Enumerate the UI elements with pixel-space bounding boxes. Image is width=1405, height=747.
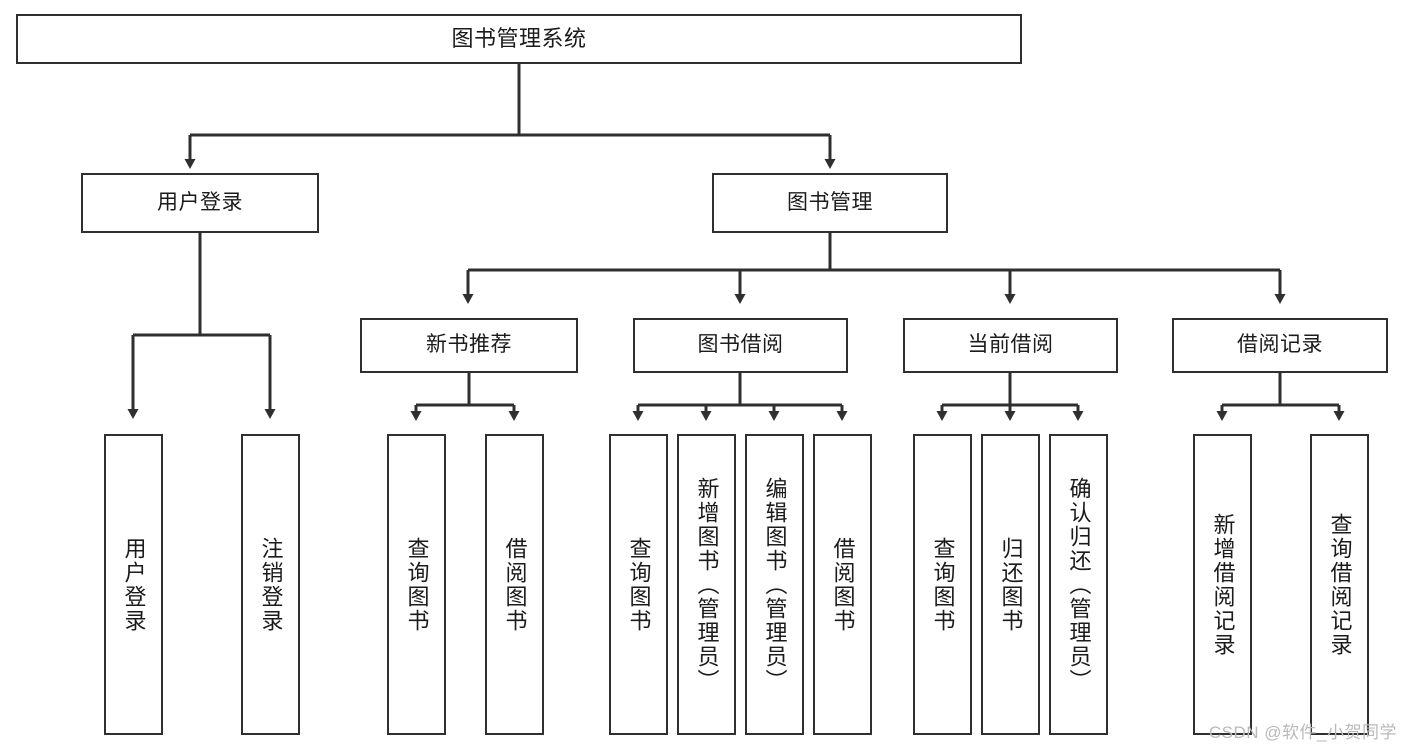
leaf-confirm-return-admin[interactable]: 确认归还（管理员） <box>1049 434 1108 735</box>
node-current-borrowing[interactable]: 当前借阅 <box>903 318 1118 373</box>
node-borrowing-records[interactable]: 借阅记录 <box>1172 318 1388 373</box>
leaf-query-borrow-record[interactable]: 查询借阅记录 <box>1310 434 1369 735</box>
node-user-login[interactable]: 用户登录 <box>81 173 319 233</box>
node-label: 图书借阅 <box>697 333 784 357</box>
leaf-edit-book-admin[interactable]: 编辑图书（管理员） <box>745 434 804 735</box>
node-label: 查询图书 <box>404 536 430 633</box>
leaf-logout[interactable]: 注销登录 <box>241 434 300 735</box>
leaf-borrow-books-borrowing[interactable]: 借阅图书 <box>813 434 872 735</box>
node-label: 归还图书 <box>998 536 1024 633</box>
node-label: 当前借阅 <box>967 333 1054 357</box>
node-label: 新书推荐 <box>426 333 512 357</box>
node-label: 借阅图书 <box>502 536 528 633</box>
node-book-borrowing[interactable]: 图书借阅 <box>633 318 848 373</box>
leaf-return-books[interactable]: 归还图书 <box>981 434 1040 735</box>
node-label: 新增图书（管理员） <box>694 476 720 693</box>
node-root-book-management-system[interactable]: 图书管理系统 <box>16 14 1022 64</box>
node-new-book-recommendation[interactable]: 新书推荐 <box>360 318 578 373</box>
node-label: 借阅图书 <box>830 536 856 633</box>
leaf-query-books-recommend[interactable]: 查询图书 <box>387 434 446 735</box>
leaf-query-books-current[interactable]: 查询图书 <box>913 434 972 735</box>
leaf-query-books-borrowing[interactable]: 查询图书 <box>609 434 668 735</box>
leaf-user-login[interactable]: 用户登录 <box>104 434 163 735</box>
node-label: 查询图书 <box>626 536 652 633</box>
leaf-add-book-admin[interactable]: 新增图书（管理员） <box>677 434 736 735</box>
node-label: 编辑图书（管理员） <box>762 476 788 693</box>
node-label: 借阅记录 <box>1237 333 1323 357</box>
leaf-add-borrow-record[interactable]: 新增借阅记录 <box>1193 434 1252 735</box>
watermark: CSDN @软件_小贺同学 <box>1208 723 1397 742</box>
node-label: 图书管理 <box>787 190 873 214</box>
node-label: 图书管理系统 <box>451 26 587 52</box>
node-label: 查询借阅记录 <box>1327 512 1353 657</box>
node-label: 新增借阅记录 <box>1210 512 1236 657</box>
node-label: 确认归还（管理员） <box>1066 476 1092 693</box>
leaf-borrow-books-recommend[interactable]: 借阅图书 <box>485 434 544 735</box>
node-label: 用户登录 <box>121 536 147 633</box>
node-book-management[interactable]: 图书管理 <box>712 173 948 233</box>
node-label: 注销登录 <box>258 536 284 633</box>
node-label: 查询图书 <box>930 536 956 633</box>
node-label: 用户登录 <box>157 190 243 214</box>
